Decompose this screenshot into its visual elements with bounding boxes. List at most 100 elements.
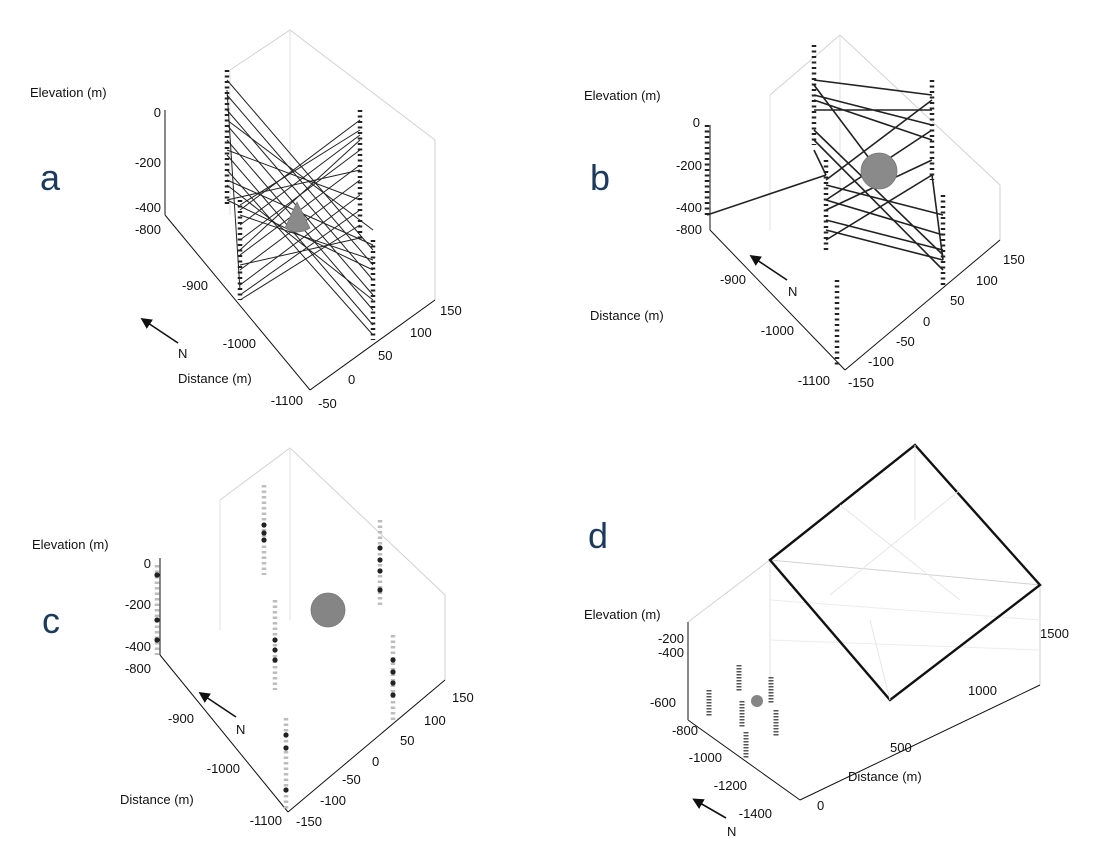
north-arrow-icon (692, 798, 727, 819)
panel-c-north-label: N (236, 722, 245, 737)
panel-a-elev-tick: -400 (135, 200, 161, 215)
panel-a-second-axis-ticks: 150 100 50 0 -50 (318, 303, 462, 411)
panel-b-distance-ticks: -800 -900 -1000 -1100 (676, 222, 830, 388)
panel-d-axis2-tick: 1500 (1040, 626, 1069, 641)
panel-a-elev-tick: -200 (135, 155, 161, 170)
panel-a: Elevation (m) Distance (m) a 0 -200 -400… (30, 29, 462, 411)
panel-c-second-axis-ticks: 150 100 50 0 -50 -100 -150 (296, 690, 474, 829)
panel-c-axis2-tick: 100 (424, 713, 446, 728)
panel-b-dist-tick: -900 (720, 272, 746, 287)
panel-b-elevation-ticks: 0 -200 -400 (676, 115, 702, 215)
panel-d-axis2-tick: 500 (890, 740, 912, 755)
panel-c-dist-tick: -800 (125, 661, 151, 676)
panel-b-dist-tick: -1000 (761, 323, 794, 338)
panel-d-letter: d (588, 515, 608, 556)
panel-b-axis2-tick: 100 (976, 273, 998, 288)
panel-a-distance-label: Distance (m) (178, 371, 252, 386)
panel-c-distance-label: Distance (m) (120, 792, 194, 807)
panel-b-axis2-tick: 50 (950, 293, 964, 308)
panel-b-axis2-tick: -100 (868, 354, 894, 369)
panel-c-elev-tick: -400 (125, 639, 151, 654)
panel-c-axis2-tick: 50 (400, 733, 414, 748)
panel-a-elev-tick: 0 (154, 105, 161, 120)
panel-a-dist-tick: -800 (135, 222, 161, 237)
panel-a-dist-tick: -1000 (223, 336, 256, 351)
north-arrow-icon (749, 255, 788, 281)
panel-d-target-sphere (751, 695, 763, 707)
panel-b-target-sphere (860, 152, 898, 190)
panel-a-target-cone (284, 201, 311, 233)
panel-c-letter: c (42, 600, 60, 641)
north-arrow-icon (140, 318, 179, 344)
panel-b-letter: b (590, 157, 610, 198)
panel-c-elevation-ticks: 0 -200 -400 (125, 556, 151, 654)
panel-c-axes-box (159, 447, 446, 813)
panel-a-distance-ticks: -800 -900 -1000 -1100 (135, 222, 303, 408)
panel-b-axis2-tick: 0 (923, 314, 930, 329)
panel-c-elevation-label: Elevation (m) (32, 537, 109, 552)
panel-a-axis2-tick: 100 (410, 325, 432, 340)
panel-c-north-arrow: N (198, 692, 245, 737)
panel-b-elevation-label: Elevation (m) (584, 88, 661, 103)
panel-d-dist-tick: -1200 (714, 778, 747, 793)
panel-d-dist-tick: -800 (672, 723, 698, 738)
panel-c-axis2-tick: 150 (452, 690, 474, 705)
panel-d-elev-tick: -400 (658, 645, 684, 660)
panel-c-dist-tick: -900 (168, 711, 194, 726)
panel-a-elevation-ticks: 0 -200 -400 (135, 105, 161, 215)
panel-d-dist-tick: -1000 (689, 750, 722, 765)
panel-d-axes-box (687, 559, 1041, 801)
panel-c-elev-tick: 0 (144, 556, 151, 571)
panel-d-north-arrow: N (692, 798, 736, 839)
panel-c-well-columns (154, 485, 396, 810)
panel-a-axes-box (164, 29, 436, 391)
panel-b-axis2-tick: 150 (1003, 252, 1025, 267)
panel-c: Elevation (m) Distance (m) c 0 -200 -400… (32, 447, 474, 829)
panel-a-elevation-label: Elevation (m) (30, 85, 107, 100)
panel-c-axis2-tick: -150 (296, 814, 322, 829)
panel-a-axis2-tick: 50 (378, 348, 392, 363)
panel-a-axis2-tick: 150 (440, 303, 462, 318)
panel-a-north-arrow: N (140, 318, 187, 361)
panel-d-distance-ticks: -600 -800 -1000 -1200 -1400 (650, 695, 772, 821)
panel-b-north-label: N (788, 284, 797, 299)
panel-d-north-label: N (727, 824, 736, 839)
panel-d-distance-label: Distance (m) (848, 769, 922, 784)
panel-b-second-axis-ticks: 150 100 50 0 -50 -100 -150 (848, 252, 1025, 390)
panel-d-axis2-tick: 0 (817, 798, 824, 813)
panel-b-elev-tick: 0 (693, 115, 700, 130)
panel-d-surface-outline (768, 443, 1042, 702)
panel-b-dist-tick: -1100 (798, 373, 830, 388)
panel-c-axis2-tick: -50 (342, 772, 361, 787)
panel-d-elevation-ticks: -200 -400 (658, 631, 684, 660)
panel-b-elev-tick: -400 (676, 200, 702, 215)
panel-d-dist-tick: -600 (650, 695, 676, 710)
panel-d-axis2-tick: 1000 (968, 683, 997, 698)
panel-b-elev-tick: -200 (676, 158, 702, 173)
north-arrow-icon (198, 692, 237, 718)
panel-c-distance-ticks: -800 -900 -1000 -1100 (125, 661, 282, 828)
panel-a-axis2-tick: -50 (318, 396, 337, 411)
panel-d-elevation-label: Elevation (m) (584, 607, 661, 622)
panel-c-sensor-markers (154, 522, 396, 793)
panel-d-second-axis-ticks: 1500 1000 500 0 (817, 626, 1069, 813)
panel-a-north-label: N (178, 346, 187, 361)
panel-b-distance-label: Distance (m) (590, 308, 664, 323)
panel-c-axis2-tick: 0 (372, 754, 379, 769)
panel-c-dist-tick: -1000 (207, 761, 240, 776)
panel-d-elev-tick: -200 (658, 631, 684, 646)
panel-a-dist-tick: -900 (182, 278, 208, 293)
panel-b-axis2-tick: -50 (896, 334, 915, 349)
panel-b-axis2-tick: -150 (848, 375, 874, 390)
panel-a-letter: a (40, 157, 61, 198)
panel-c-elev-tick: -200 (125, 597, 151, 612)
panel-b: Elevation (m) Distance (m) b 0 -200 -400… (584, 34, 1025, 390)
panel-a-axis2-tick: 0 (348, 372, 355, 387)
panel-b-dist-tick: -800 (676, 222, 702, 237)
panel-d-well-columns (706, 665, 779, 759)
panel-d: Elevation (m) Distance (m) d -200 -400 -… (584, 443, 1069, 839)
panel-b-ray-paths (706, 79, 944, 271)
panel-c-axis2-tick: -100 (320, 793, 346, 808)
